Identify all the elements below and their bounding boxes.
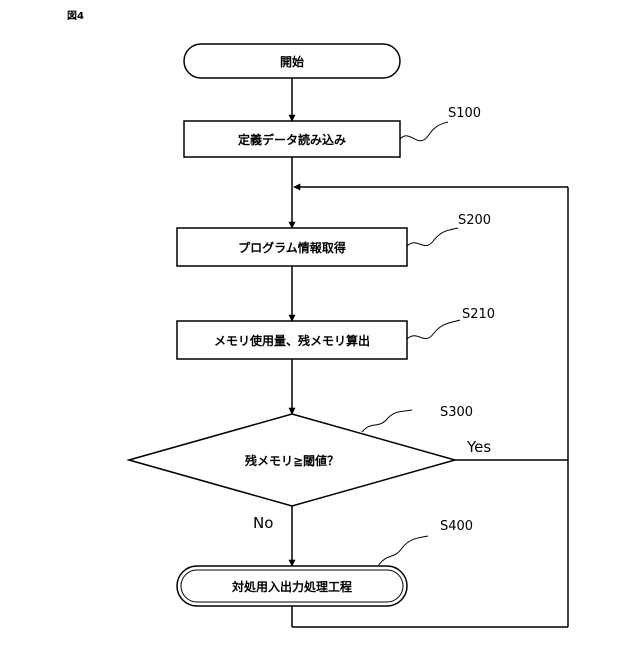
start-label: 開始 bbox=[280, 54, 304, 69]
step-label-s210: S210 bbox=[462, 307, 495, 322]
step-label-s100: S100 bbox=[448, 106, 481, 121]
leader-s210 bbox=[407, 320, 460, 339]
process-s200-label: プログラム情報取得 bbox=[238, 240, 346, 255]
process-s100-label: 定義データ読み込み bbox=[238, 132, 346, 147]
leader-s100 bbox=[400, 122, 448, 141]
leader-s400 bbox=[378, 536, 428, 566]
figure-label: 図4 bbox=[67, 10, 84, 22]
process-s210-label: メモリ使用量、残メモリ算出 bbox=[214, 333, 370, 348]
branch-no-label: No bbox=[253, 514, 273, 532]
leader-s300 bbox=[362, 410, 412, 432]
leader-s200 bbox=[407, 228, 458, 246]
process-s400-label: 対処用入出力処理工程 bbox=[231, 579, 352, 594]
step-label-s400: S400 bbox=[440, 519, 473, 534]
step-label-s300: S300 bbox=[440, 405, 473, 420]
decision-s300-label: 残メモリ≧閾値？ bbox=[245, 453, 339, 468]
step-label-s200: S200 bbox=[458, 213, 491, 228]
branch-yes-label: Yes bbox=[466, 438, 491, 456]
